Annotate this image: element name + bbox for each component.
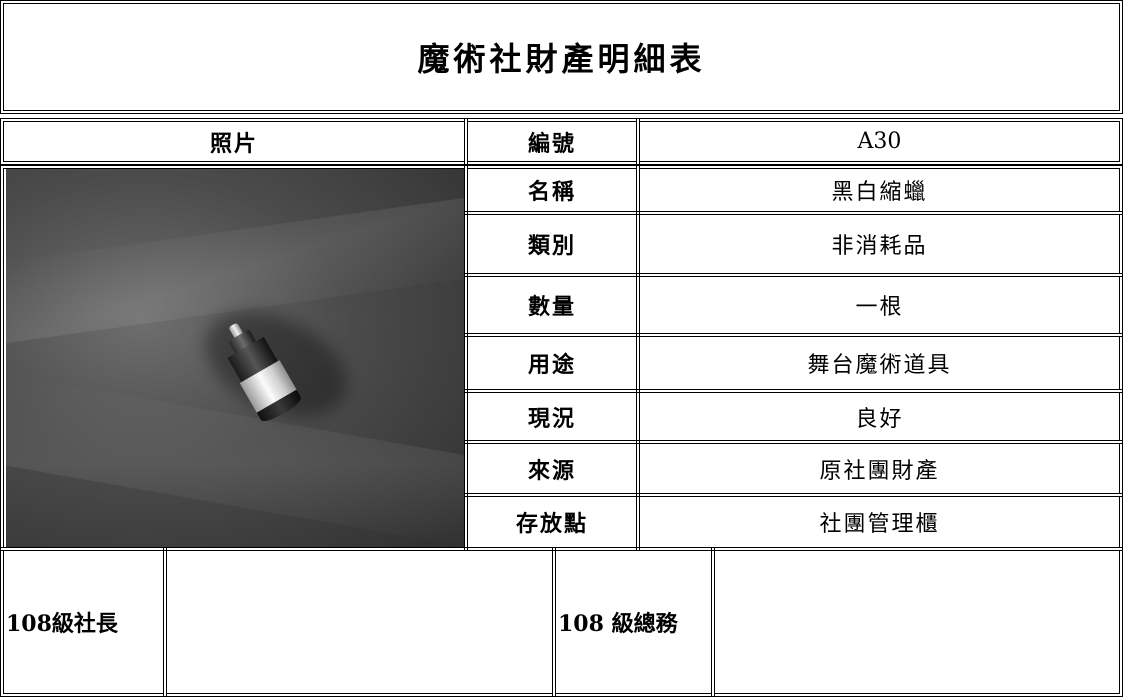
label-quantity: 數量 <box>464 273 640 337</box>
treasurer-signature-field[interactable] <box>711 547 1123 697</box>
president-signature-field[interactable] <box>163 547 556 697</box>
document-title: 魔術社財產明細表 <box>0 0 1123 114</box>
photo-header: 照片 <box>0 118 468 165</box>
value-usage: 舞台魔術道具 <box>636 333 1123 393</box>
label-source: 來源 <box>464 440 640 497</box>
president-label: 108級社長 <box>0 547 167 697</box>
value-name: 黑白縮蠟 <box>636 165 1123 215</box>
value-quantity: 一根 <box>636 273 1123 337</box>
item-photo <box>6 169 464 547</box>
label-condition: 現況 <box>464 389 640 444</box>
value-storage: 社團管理櫃 <box>636 493 1123 551</box>
value-category: 非消耗品 <box>636 211 1123 277</box>
label-storage: 存放點 <box>464 493 640 551</box>
label-id: 編號 <box>464 118 640 165</box>
value-id: A30 <box>636 118 1123 165</box>
value-condition: 良好 <box>636 389 1123 444</box>
label-name: 名稱 <box>464 165 640 215</box>
value-source: 原社團財產 <box>636 440 1123 497</box>
treasurer-label: 108 級總務 <box>552 547 715 697</box>
label-category: 類別 <box>464 211 640 277</box>
label-usage: 用途 <box>464 333 640 393</box>
